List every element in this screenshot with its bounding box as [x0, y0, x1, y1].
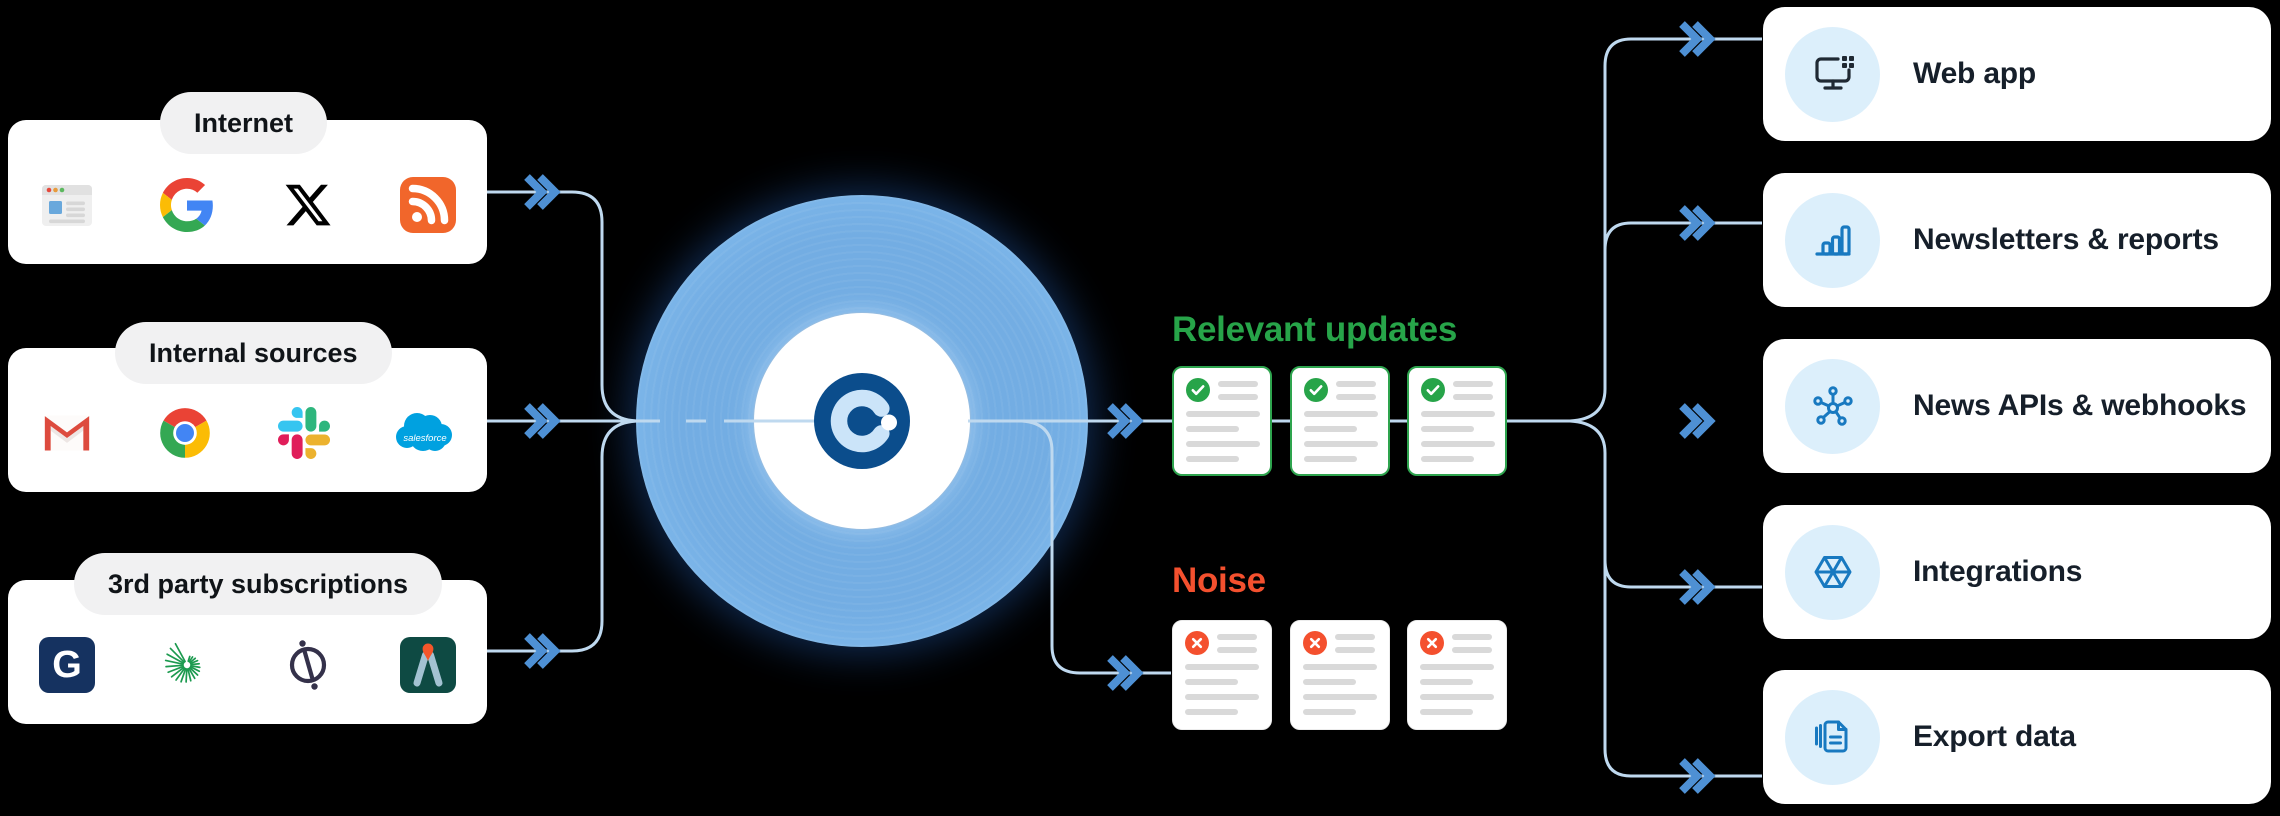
x-mark-icon [1420, 631, 1444, 655]
chrome-icon [156, 404, 214, 462]
output-label: News APIs & webhooks [1913, 389, 2247, 422]
x-icon [279, 176, 337, 234]
output-card-export-data: Export data [1763, 670, 2271, 804]
gartner-letter: G [52, 643, 82, 686]
x-mark-icon [1185, 631, 1209, 655]
relevant-card [1407, 366, 1507, 476]
relevant-card [1290, 366, 1390, 476]
relevant-updates-heading: Relevant updates [1172, 310, 1458, 349]
noise-heading: Noise [1172, 561, 1266, 600]
salesforce-wordmark: salesforce [403, 433, 446, 444]
network-hub-icon [1785, 358, 1880, 454]
pill-label: Internet [194, 107, 294, 138]
gartner-icon: G [38, 636, 96, 694]
check-icon [1421, 378, 1445, 402]
arrow-chevron-icon [1682, 761, 1710, 791]
output-label: Newsletters & reports [1913, 223, 2219, 256]
x-mark-icon [1303, 631, 1327, 655]
arrow-chevron-icon [527, 406, 555, 436]
noise-card [1172, 620, 1272, 730]
export-document-icon [1785, 689, 1880, 785]
arrow-chevron-icon [1682, 406, 1710, 436]
gmail-icon [38, 404, 96, 462]
arrow-chevron-icon [527, 177, 555, 207]
contify-c-logo-icon [814, 373, 910, 469]
arrow-chevron-icon [1110, 658, 1138, 688]
arrow-chevron-icon [1110, 406, 1138, 436]
noise-card [1290, 620, 1390, 730]
source-group-label-internal-sources: Internal sources [115, 322, 392, 384]
arrow-chevron-icon [1682, 572, 1710, 602]
arrow-chevron-icon [527, 636, 555, 666]
slack-icon [275, 404, 333, 462]
source-group-label-internet: Internet [160, 92, 328, 154]
source-group-label-3rd-party: 3rd party subscriptions [74, 553, 443, 615]
check-icon [1186, 378, 1210, 402]
hexagon-icon [1785, 524, 1880, 620]
output-card-web-app: Web app [1763, 7, 2271, 141]
check-icon [1304, 378, 1328, 402]
pill-label: Internal sources [149, 337, 358, 368]
output-label: Web app [1913, 57, 2037, 90]
pill-label: 3rd party subscriptions [108, 568, 409, 599]
google-icon [158, 176, 216, 234]
relevant-card [1172, 366, 1272, 476]
bar-chart-icon [1785, 192, 1880, 288]
arrow-chevron-icon [1682, 208, 1710, 238]
salesforce-icon: salesforce [393, 404, 457, 462]
source-card-internal-sources: salesforce [8, 348, 487, 492]
noise-card [1407, 620, 1507, 730]
forrester-icon [158, 636, 216, 694]
output-card-news-apis: News APIs & webhooks [1763, 339, 2271, 473]
output-card-integrations: Integrations [1763, 505, 2271, 639]
output-label: Integrations [1913, 555, 2083, 588]
rss-icon [399, 176, 457, 234]
webpage-icon [38, 176, 96, 234]
arrow-chevron-icon [1682, 24, 1710, 54]
output-label: Export data [1913, 720, 2076, 753]
compass-icon [279, 636, 337, 694]
monitor-icon [1785, 26, 1880, 122]
output-card-newsletters: Newsletters & reports [1763, 173, 2271, 307]
alphasense-icon [399, 636, 457, 694]
